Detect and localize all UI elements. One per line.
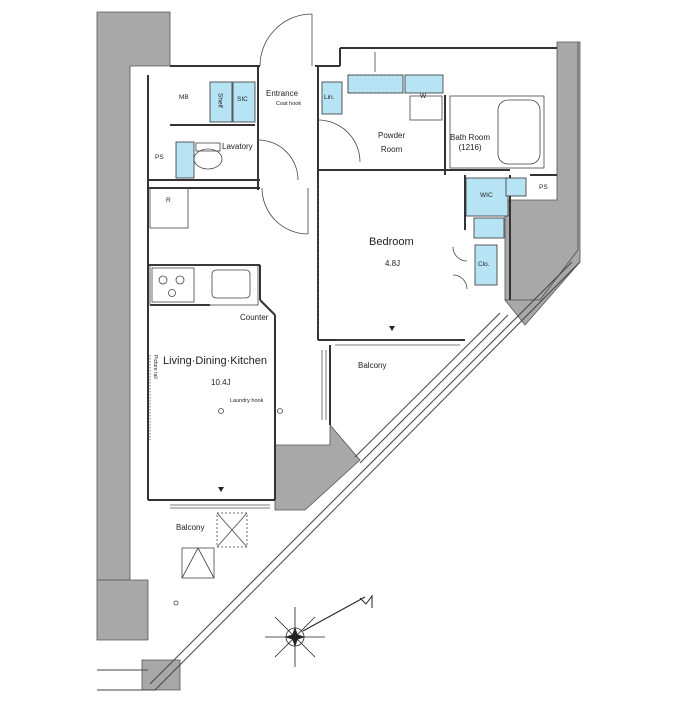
label-ps-left: PS <box>155 154 164 161</box>
label-powder-room: Powder Room <box>378 131 406 155</box>
label-counter: Counter <box>240 313 269 322</box>
label-ldk-size: 10.4J <box>211 378 231 387</box>
windows <box>149 180 460 509</box>
label-balcony-upper: Balcony <box>358 361 387 370</box>
label-clo: Clo. <box>478 261 490 268</box>
label-entrance: Entrance <box>266 89 299 98</box>
label-coat-hook: Coat hook <box>276 101 302 107</box>
label-lin: Lin. <box>324 94 335 101</box>
label-mb: MB <box>179 94 189 101</box>
label-picture-rail: Picture rail <box>152 355 158 379</box>
label-refrigerator: R <box>166 197 171 204</box>
fixtures <box>149 13 545 606</box>
label-laundry-hook: Laundry hook <box>230 398 264 404</box>
label-bath-room: Bath Room (1216) <box>450 133 491 152</box>
label-lavatory: Lavatory <box>222 142 253 151</box>
label-sic: SIC <box>237 96 248 103</box>
label-ps-right: PS <box>539 184 548 191</box>
label-balcony-lower: Balcony <box>176 523 205 532</box>
label-bedroom-size: 4.8J <box>385 259 401 268</box>
compass-rose-icon <box>265 596 366 667</box>
north-arrow-icon <box>359 594 373 608</box>
window-arrows <box>218 326 395 492</box>
storage-areas <box>175 74 527 286</box>
exterior-walls <box>96 11 581 691</box>
label-ldk: Living·Dining·Kitchen <box>163 355 267 367</box>
label-w: W <box>420 93 427 100</box>
label-bedroom: Bedroom <box>369 236 414 248</box>
diagonal-rail <box>97 261 581 691</box>
label-shelf: Shelf <box>216 93 224 108</box>
label-wic: WIC <box>480 192 493 199</box>
